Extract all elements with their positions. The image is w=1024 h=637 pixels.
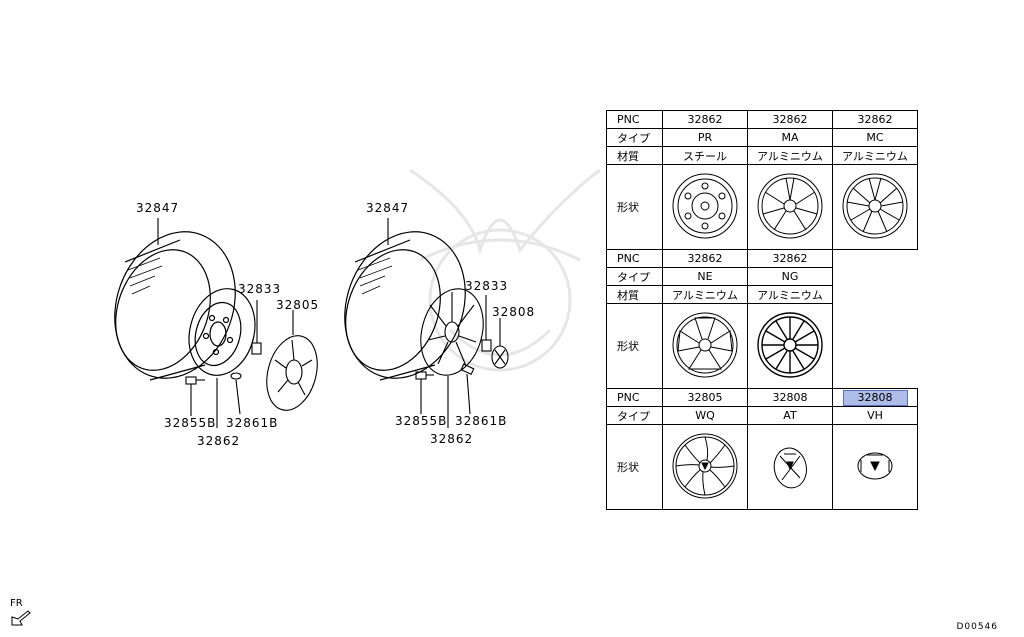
pnc-cell[interactable]: 32862 xyxy=(662,110,748,129)
center-cap-at-icon xyxy=(773,447,807,488)
table-row: タイプ WQ AT VH xyxy=(606,406,918,425)
left-wheel-cover-icon xyxy=(266,335,318,411)
row-label-type: タイプ xyxy=(606,128,663,147)
table-row: タイプ PR MA MC xyxy=(606,128,918,147)
label-right-valve[interactable]: 32855B xyxy=(395,414,448,428)
pnc-cell-selected[interactable]: 32808 xyxy=(832,388,918,407)
shape-cell[interactable] xyxy=(832,164,918,250)
table-row: 材質 スチール アルミニウム アルミニウム xyxy=(606,146,918,165)
shape-cell[interactable] xyxy=(662,424,748,510)
table-row: 形状 xyxy=(606,424,918,510)
label-left-weight[interactable]: 32861B xyxy=(226,416,279,430)
left-valve-icon xyxy=(185,376,205,385)
shape-cell[interactable] xyxy=(747,424,833,510)
type-cell: VH xyxy=(832,406,918,425)
parts-variant-table: PNC 32862 32862 32862 タイプ PR MA MC 材質 スチ… xyxy=(606,110,918,510)
left-nut-icon xyxy=(251,342,262,355)
row-label-shape: 形状 xyxy=(606,424,663,510)
right-weight-icon xyxy=(460,363,475,375)
shape-cell[interactable] xyxy=(747,303,833,389)
type-cell: MC xyxy=(832,128,918,147)
shape-cell[interactable] xyxy=(662,303,748,389)
type-cell: NG xyxy=(747,267,833,286)
table-row: PNC 32805 32808 32808 xyxy=(606,388,918,407)
pnc-cell[interactable]: 32862 xyxy=(662,249,748,268)
label-left-nut[interactable]: 32833 xyxy=(238,282,282,296)
table-row: PNC 32862 32862 xyxy=(606,249,918,268)
material-cell: スチール xyxy=(662,146,748,165)
material-cell: アルミニウム xyxy=(747,146,833,165)
front-direction-indicator: FR xyxy=(10,598,32,630)
watermark-emblem xyxy=(409,168,601,372)
type-cell: AT xyxy=(747,406,833,425)
type-cell: PR xyxy=(662,128,748,147)
alloy-wheel-ne-icon xyxy=(672,312,738,377)
row-label-type: タイプ xyxy=(606,267,663,286)
label-left-valve[interactable]: 32855B xyxy=(164,416,217,430)
alloy-wheel-ng-icon xyxy=(757,311,823,378)
label-right-tire[interactable]: 32847 xyxy=(366,201,410,215)
label-right-cap[interactable]: 32808 xyxy=(492,305,536,319)
pnc-cell[interactable]: 32862 xyxy=(747,110,833,129)
type-cell: MA xyxy=(747,128,833,147)
wheel-cover-icon xyxy=(672,433,738,498)
left-tire xyxy=(114,231,236,381)
steel-wheel-icon xyxy=(672,173,738,238)
row-label-pnc: PNC xyxy=(606,110,663,129)
right-center-cap-icon xyxy=(491,345,509,369)
left-weight-icon xyxy=(230,372,242,380)
pnc-cell[interactable]: 32862 xyxy=(832,110,918,129)
front-direction-label: FR xyxy=(10,598,23,609)
alloy-wheel-mc-icon xyxy=(842,173,908,238)
alloy-wheel-ma-icon xyxy=(757,173,823,238)
type-cell: WQ xyxy=(662,406,748,425)
label-right-nut[interactable]: 32833 xyxy=(465,279,509,293)
row-label-pnc: PNC xyxy=(606,388,663,407)
label-right-wheel[interactable]: 32862 xyxy=(430,432,474,446)
pnc-cell[interactable]: 32805 xyxy=(662,388,748,407)
row-label-shape: 形状 xyxy=(606,303,663,389)
right-weight-leader xyxy=(466,373,471,415)
diagram-code: D00546 xyxy=(956,622,998,632)
table-row: PNC 32862 32862 32862 xyxy=(606,110,918,129)
shape-cell[interactable] xyxy=(662,164,748,250)
row-label-shape: 形状 xyxy=(606,164,663,250)
material-cell: アルミニウム xyxy=(832,146,918,165)
table-row: 形状 xyxy=(606,303,918,389)
left-steel-wheel xyxy=(188,288,256,376)
empty-cell xyxy=(833,250,918,389)
shape-cell[interactable] xyxy=(832,424,918,510)
row-label-material: 材質 xyxy=(606,146,663,165)
table-row: 形状 xyxy=(606,164,918,250)
row-label-type: タイプ xyxy=(606,406,663,425)
label-left-tire[interactable]: 32847 xyxy=(136,201,180,215)
selected-pnc-highlight[interactable]: 32808 xyxy=(842,389,908,406)
table-row: 材質 アルミニウム アルミニウム xyxy=(606,285,918,304)
row-label-material: 材質 xyxy=(606,285,663,304)
row-label-pnc: PNC xyxy=(606,249,663,268)
material-cell: アルミニウム xyxy=(662,285,748,304)
label-left-cover[interactable]: 32805 xyxy=(276,298,320,312)
left-weight-leader xyxy=(235,379,241,415)
label-left-wheel[interactable]: 32862 xyxy=(197,434,241,448)
right-alloy-wheel xyxy=(420,288,484,376)
center-cap-vh-icon xyxy=(857,452,893,479)
type-cell: NE xyxy=(662,267,748,286)
material-cell: アルミニウム xyxy=(747,285,833,304)
front-arrow-icon xyxy=(11,610,31,626)
right-nut-icon xyxy=(481,339,492,352)
label-right-weight[interactable]: 32861B xyxy=(455,414,508,428)
pnc-cell[interactable]: 32862 xyxy=(747,249,833,268)
pnc-cell[interactable]: 32808 xyxy=(747,388,833,407)
shape-cell[interactable] xyxy=(747,164,833,250)
